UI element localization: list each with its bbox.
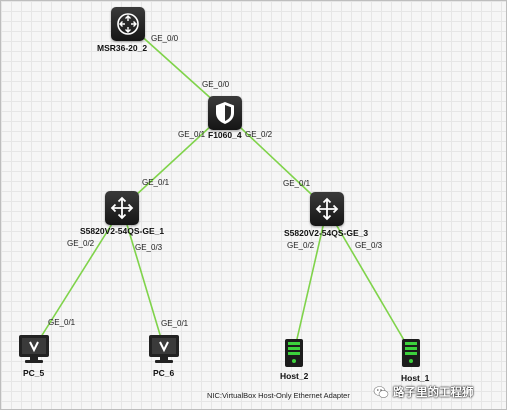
server-tower-icon bbox=[284, 338, 304, 368]
device-label-fw: F1060_4 bbox=[208, 130, 242, 140]
device-label-sw3: S5820V2-54QS-GE_3 bbox=[284, 228, 369, 238]
port-label-sw1-ge01: GE_0/1 bbox=[142, 178, 170, 187]
device-label-msr: MSR36-20_2 bbox=[97, 43, 148, 53]
device-label-host1: Host_1 bbox=[401, 373, 430, 383]
server-tower-icon bbox=[401, 338, 421, 368]
switch-arrows-icon bbox=[105, 191, 139, 225]
port-label-sw1-ge03: GE_0/3 bbox=[135, 243, 163, 252]
device-label-sw1: S5820V2-54QS-GE_1 bbox=[80, 226, 165, 236]
port-label-fw-ge00: GE_0/0 bbox=[202, 80, 230, 89]
port-label-sw3-ge01: GE_0/1 bbox=[283, 179, 311, 188]
monitor-icon bbox=[18, 334, 50, 364]
link-sw3-host1[interactable] bbox=[326, 208, 412, 353]
port-label-pc5-ge01: GE_0/1 bbox=[48, 318, 76, 327]
link-fw-sw1[interactable] bbox=[121, 112, 226, 209]
device-label-host2: Host_2 bbox=[280, 371, 309, 381]
port-label-fw-ge02: GE_0/2 bbox=[245, 130, 273, 139]
port-label-sw1-ge02: GE_0/2 bbox=[67, 239, 95, 248]
watermark-text: 路子里的工程狮 bbox=[393, 387, 474, 399]
router-icon bbox=[111, 7, 145, 41]
link-sw3-host2[interactable] bbox=[293, 208, 328, 353]
nic-adapter-note: NIC:VirtualBox Host-Only Ethernet Adapte… bbox=[207, 391, 350, 400]
wechat-logo-icon bbox=[373, 384, 389, 400]
shield-icon bbox=[208, 96, 242, 130]
port-label-fw-ge01: GE_0/1 bbox=[178, 130, 206, 139]
port-label-sw3-ge03: GE_0/3 bbox=[355, 241, 383, 250]
switch-arrows-icon bbox=[310, 192, 344, 226]
port-label-sw3-ge02: GE_0/2 bbox=[287, 241, 315, 250]
link-sw1-pc6[interactable] bbox=[121, 207, 165, 349]
device-label-pc6: PC_6 bbox=[153, 368, 175, 378]
port-label-pc6-ge01: GE_0/1 bbox=[161, 319, 189, 328]
port-label-msr-ge00: GE_0/0 bbox=[151, 34, 179, 43]
link-sw1-pc5[interactable] bbox=[33, 207, 123, 349]
monitor-icon bbox=[148, 334, 180, 364]
device-label-pc5: PC_5 bbox=[23, 368, 45, 378]
watermark: 路子里的工程狮 bbox=[373, 382, 474, 402]
